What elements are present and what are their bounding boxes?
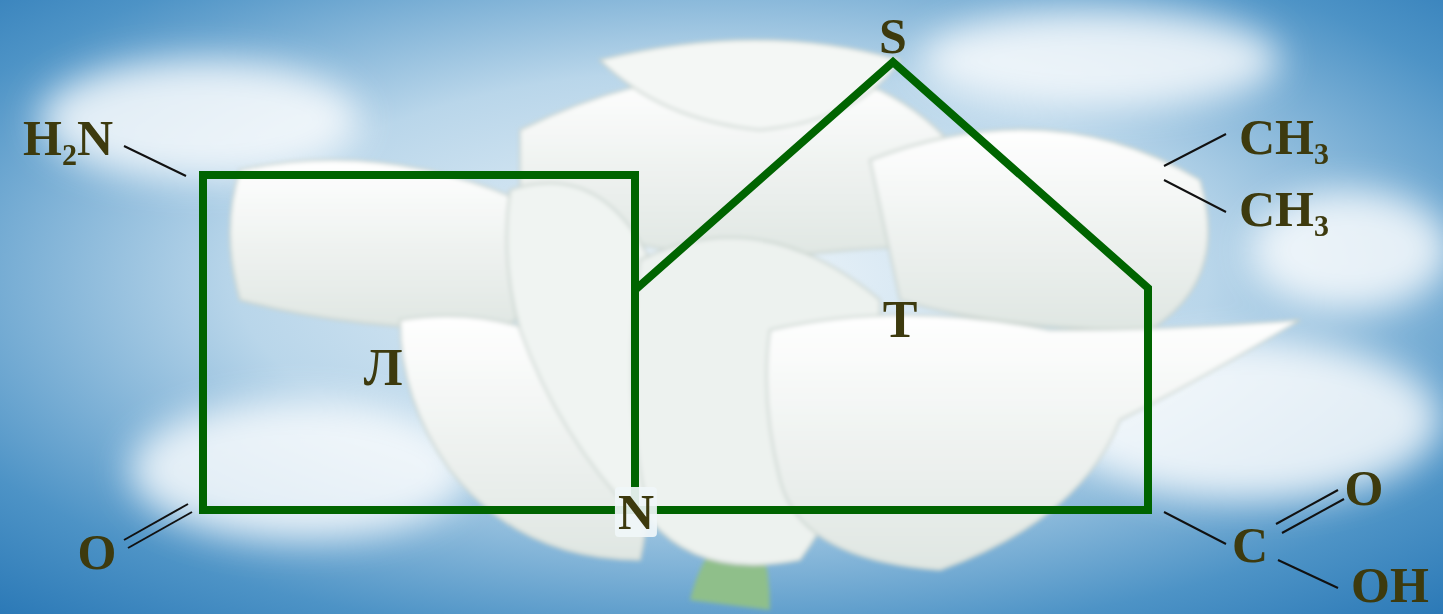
bond-line [1164, 134, 1226, 166]
rose [230, 40, 1300, 610]
ring-letter: Л [364, 342, 403, 394]
thiazolidine-pentagon: Т [635, 62, 1148, 510]
bond-line [124, 504, 188, 540]
bond-line [124, 146, 186, 176]
oxygen-atom: O [78, 527, 117, 577]
bond-line [1282, 499, 1344, 533]
methyl-group: CH₃ [1239, 184, 1329, 234]
sulfur-atom: S [879, 11, 907, 61]
bond-line [1278, 560, 1338, 588]
carbon-atom: C [1232, 520, 1268, 570]
hydroxyl-group: OH [1351, 560, 1429, 610]
bond-line [1164, 512, 1226, 544]
oxygen-atom: O [1345, 463, 1384, 513]
ring-outline [635, 62, 1148, 510]
amino-group: H₂N [23, 113, 113, 163]
lactam-square: Л [199, 171, 639, 514]
bond-line [128, 512, 192, 548]
methyl-group: CH₃ [1239, 112, 1329, 162]
pentagon-outline [635, 62, 1148, 510]
bond-line [1164, 180, 1226, 212]
ring-letter: Т [883, 294, 918, 346]
nitrogen-atom: N [615, 487, 657, 537]
